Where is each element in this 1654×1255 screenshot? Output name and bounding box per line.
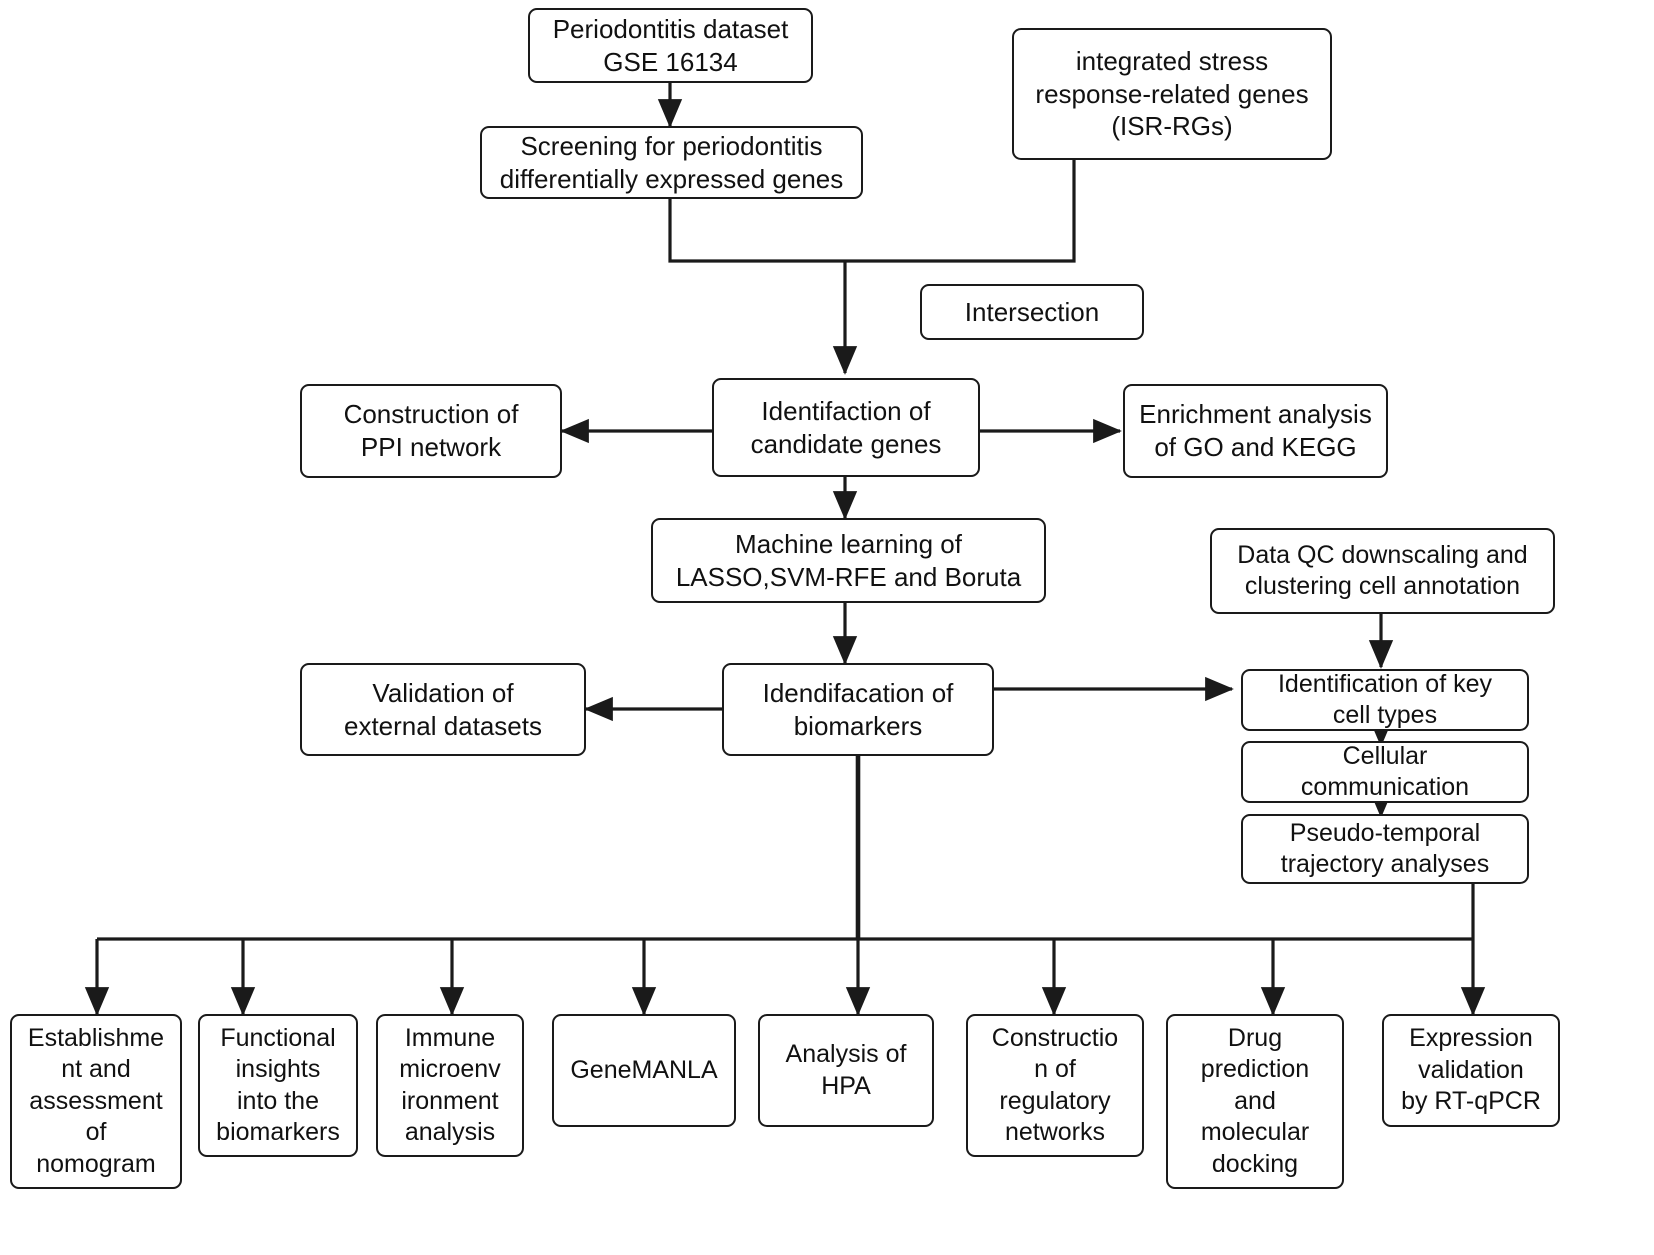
node-label: Immune microenv ironment analysis [399,1023,501,1147]
node-label: Drug prediction and molecular docking [1200,1023,1310,1178]
node-label: Screening for periodontitis differential… [499,130,844,194]
node-label: Analysis of HPA [785,1040,907,1100]
node-label: Establishme nt and assessment of nomogra… [27,1023,165,1178]
node-external-validation[interactable]: Validation of external datasets [300,663,586,756]
node-label: Constructio n of regulatory networks [991,1023,1119,1147]
node-biomarkers[interactable]: Idendifacation of biomarkers [722,663,994,756]
node-label: Functional insights into the biomarkers [216,1023,340,1147]
node-label: Intersection [964,296,1100,327]
node-pseudo-temporal[interactable]: Pseudo-temporal trajectory analyses [1241,814,1529,884]
node-label: Cellular communication [1300,741,1470,802]
node-cellular-communication[interactable]: Cellular communication [1241,741,1529,803]
node-hpa-analysis[interactable]: Analysis of HPA [758,1014,934,1127]
node-genemanla[interactable]: GeneMANLA [552,1014,736,1127]
node-label: Identifaction of candidate genes [750,395,942,459]
node-isr-genes[interactable]: integrated stress response-related genes… [1012,28,1332,160]
node-label: GeneMANLA [570,1055,718,1084]
node-immune-microenvironment[interactable]: Immune microenv ironment analysis [376,1014,524,1157]
node-functional-insights[interactable]: Functional insights into the biomarkers [198,1014,358,1157]
node-enrichment-go-kegg[interactable]: Enrichment analysis of GO and KEGG [1123,384,1388,478]
node-candidate-genes[interactable]: Identifaction of candidate genes [712,378,980,477]
node-label: Periodontitis dataset GSE 16134 [552,13,789,77]
node-label: integrated stress response-related genes… [1035,45,1309,142]
node-data-qc[interactable]: Data QC downscaling and clustering cell … [1210,528,1555,614]
node-intersection[interactable]: Intersection [920,284,1144,340]
node-label: Expression validation by RT-qPCR [1401,1024,1541,1116]
node-label: Machine learning of LASSO,SVM-RFE and Bo… [675,528,1022,592]
node-regulatory-networks[interactable]: Constructio n of regulatory networks [966,1014,1144,1157]
node-label: Idendifacation of biomarkers [762,677,954,741]
node-screening-deg[interactable]: Screening for periodontitis differential… [480,126,863,199]
node-machine-learning[interactable]: Machine learning of LASSO,SVM-RFE and Bo… [651,518,1046,603]
node-label: Data QC downscaling and clustering cell … [1237,540,1528,601]
node-label: Construction of PPI network [343,399,519,462]
node-label: Enrichment analysis of GO and KEGG [1139,399,1372,462]
node-label: Pseudo-temporal trajectory analyses [1280,818,1490,879]
node-label: Identification of key cell types [1277,669,1492,730]
node-periodontitis-dataset[interactable]: Periodontitis dataset GSE 16134 [528,8,813,83]
node-ppi-network[interactable]: Construction of PPI network [300,384,562,478]
node-rt-qpcr[interactable]: Expression validation by RT-qPCR [1382,1014,1560,1127]
node-key-cell-types[interactable]: Identification of key cell types [1241,669,1529,731]
node-nomogram[interactable]: Establishme nt and assessment of nomogra… [10,1014,182,1189]
node-drug-prediction[interactable]: Drug prediction and molecular docking [1166,1014,1344,1189]
node-label: Validation of external datasets [343,677,542,741]
